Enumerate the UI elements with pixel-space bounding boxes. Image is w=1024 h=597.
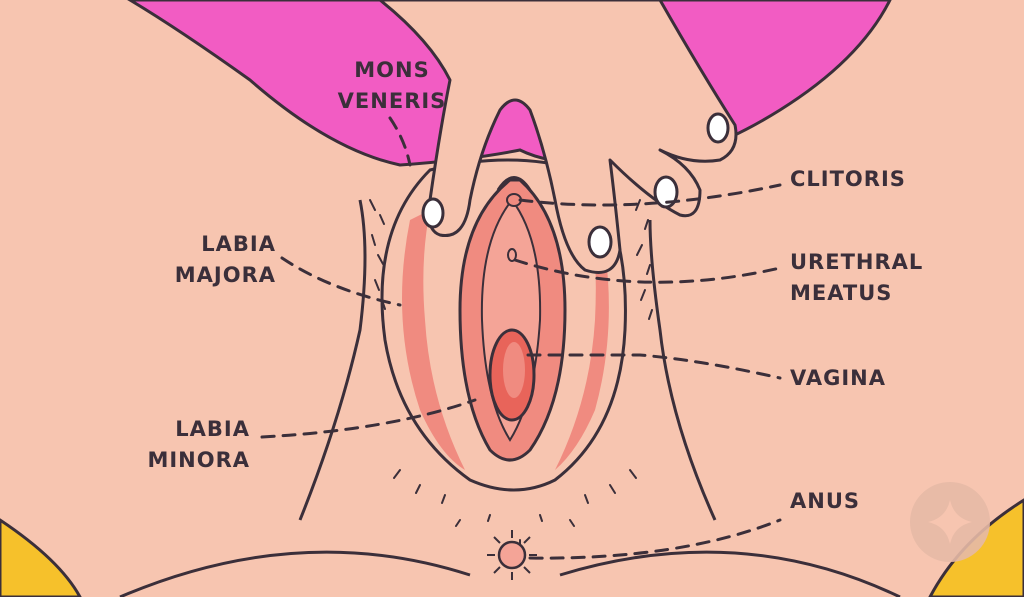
anus [487,530,537,580]
leader-anus [528,518,782,560]
label-mons-veneris: MONS VENERIS [337,58,447,113]
fingernail [706,112,730,144]
label-anus: ANUS [790,489,861,513]
leader-labia-minora [260,398,477,439]
label-labia-majora: LABIA MAJORA [174,232,276,287]
leader-clitoris [518,183,782,207]
hand [378,0,738,274]
label-clitoris: CLITORIS [790,167,906,191]
leader-urethral-meatus [513,258,782,284]
leader-labia-majora [280,256,402,307]
fingernail [587,225,613,259]
sparkle-icon [910,482,990,562]
labia-majora-left-fold [402,210,465,470]
buttock-curve-right [559,550,901,597]
label-vagina: VAGINA [790,366,886,390]
thigh-right [648,219,717,521]
fingernail [421,197,445,229]
label-labia-minora: LABIA MINORA [147,417,250,472]
urethral-meatus [507,248,517,262]
leader-lines [260,116,782,560]
label-urethral-meatus: URETHRAL MEATUS [790,250,924,305]
thigh-left [298,199,367,521]
labia-majora-right-fold [555,210,609,470]
pubic-hair [369,199,653,547]
buttock-curve-left [119,550,471,597]
fingernail [653,175,679,209]
clitoral-hood [496,176,532,191]
leader-vagina [526,353,782,380]
leader-mons-veneris [388,116,412,167]
vaginal-opening-inner [503,342,525,398]
